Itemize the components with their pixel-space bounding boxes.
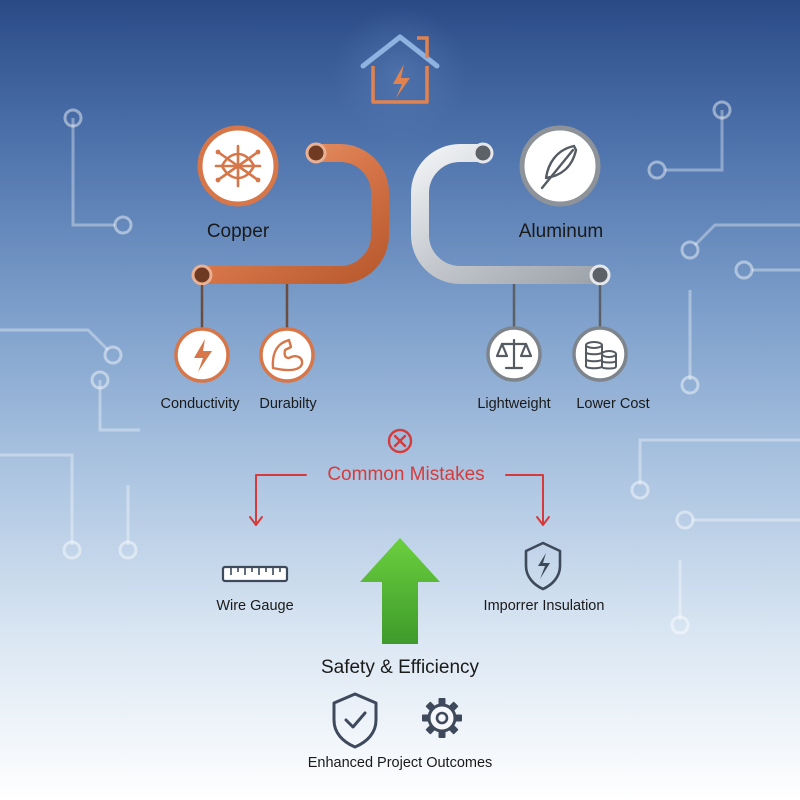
common-mistakes-title: Common Mistakes — [327, 464, 485, 485]
house-bolt-icon — [360, 34, 440, 104]
flexed-arm-icon — [259, 327, 315, 383]
coin-stack-icon — [572, 326, 628, 382]
copper-wire-knot-icon — [197, 125, 279, 207]
safety-efficiency-label: Safety & Efficiency — [320, 657, 480, 678]
ruler-gauge-icon — [221, 565, 289, 583]
aluminum-pipe — [411, 144, 609, 284]
circuit-node-decoration — [62, 100, 754, 635]
enhanced-outcomes-label: Enhanced Project Outcomes — [307, 755, 493, 771]
mistake-branch-arrows — [249, 474, 550, 526]
aluminum-label: Aluminum — [518, 221, 604, 242]
circuit-trace-decoration — [0, 110, 800, 620]
copper-pipe-end-top — [305, 142, 327, 164]
aluminum-pipe-end-bottom — [589, 264, 611, 286]
balance-scale-icon — [486, 326, 542, 382]
aluminum-pipe-end-top — [472, 142, 494, 164]
error-x-circle-icon — [387, 428, 413, 454]
shield-check-icon — [332, 692, 378, 749]
copper-pipe-end-bottom — [191, 264, 213, 286]
copper-pipe — [193, 144, 389, 284]
durability-label: Durabilty — [259, 396, 317, 412]
wire-gauge-label: Wire Gauge — [216, 598, 294, 614]
lightning-bolt-icon — [174, 327, 230, 383]
improper-insulation-label: Imporrer Insulation — [483, 598, 605, 614]
gear-icon — [422, 698, 462, 738]
copper-label: Copper — [206, 221, 270, 242]
benefit-connector-lines — [200, 284, 602, 330]
lower-cost-label: Lower Cost — [576, 396, 650, 412]
broken-shield-icon — [524, 541, 562, 591]
feather-icon — [519, 125, 601, 207]
green-up-arrow — [360, 538, 440, 644]
lightweight-label: Lightweight — [477, 396, 551, 412]
conductivity-label: Conductivity — [160, 396, 240, 412]
